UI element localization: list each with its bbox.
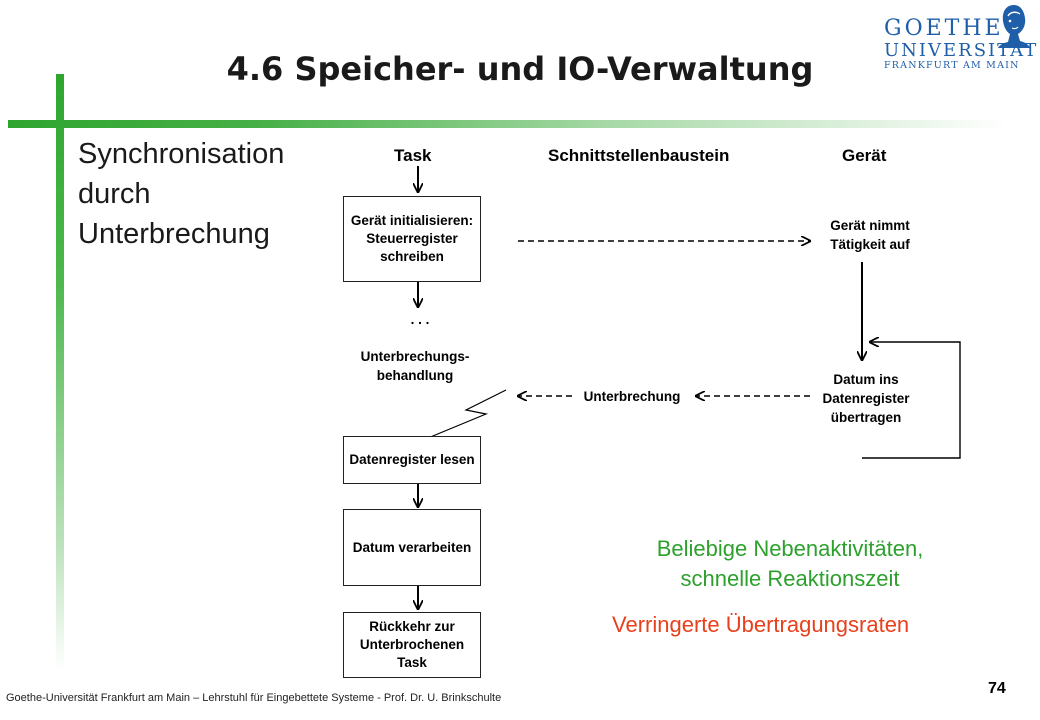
accent-vertical-bar <box>56 74 64 670</box>
column-header-device: Gerät <box>842 146 887 165</box>
slide-title: 4.6 Speicher- und IO-Verwaltung <box>226 50 814 88</box>
page-number: 74 <box>988 680 1006 697</box>
device-start-label: Gerät nimmt Tätigkeit auf <box>830 218 910 252</box>
column-header-interface: Schnittstellenbaustein <box>548 146 730 165</box>
task-box-process-data: Datum verarbeiten <box>343 509 481 586</box>
task-box-read-register: Datenregister lesen <box>343 436 481 484</box>
goethe-portrait-icon <box>998 5 1030 48</box>
note-benefit: Beliebige Nebenaktivitäten, schnelle Rea… <box>656 536 924 591</box>
task-box-init: Gerät initialisieren: Steuerregister sch… <box>343 196 481 282</box>
task-box-return: Rückkehr zur Unterbrochenen Task <box>343 612 481 678</box>
goethe-university-logo: GOETHE UNIVERSITÄT FRANKFURT AM MAIN <box>884 2 1036 76</box>
footer-text: Goethe-Universität Frankfurt am Main – L… <box>6 692 502 704</box>
accent-horizontal-bar <box>8 120 1008 128</box>
slide-subtitle: Synchronisation durch Unterbrechung <box>78 134 284 254</box>
subtitle-line: durch <box>78 178 151 210</box>
ellipsis-label: . . . <box>410 312 430 327</box>
lightning-bolt-icon <box>427 389 507 439</box>
interrupt-handler-label: Unterbrechungs-behandlung <box>360 349 470 383</box>
subtitle-line: Synchronisation <box>78 138 285 170</box>
device-loop-arrow <box>862 342 961 459</box>
logo-line-goethe: GOETHE <box>884 16 1004 41</box>
logo-line-university: UNIVERSITÄT <box>884 40 1039 61</box>
column-header-task: Task <box>394 146 432 165</box>
note-drawback: Verringerte Übertragungsraten <box>612 612 910 637</box>
subtitle-line: Unterbrechung <box>78 218 270 250</box>
interrupt-label: Unterbrechung <box>583 389 681 404</box>
device-transfer-label: Datum ins Datenregister übertragen <box>822 372 910 425</box>
logo-line-city: FRANKFURT AM MAIN <box>884 60 1020 71</box>
